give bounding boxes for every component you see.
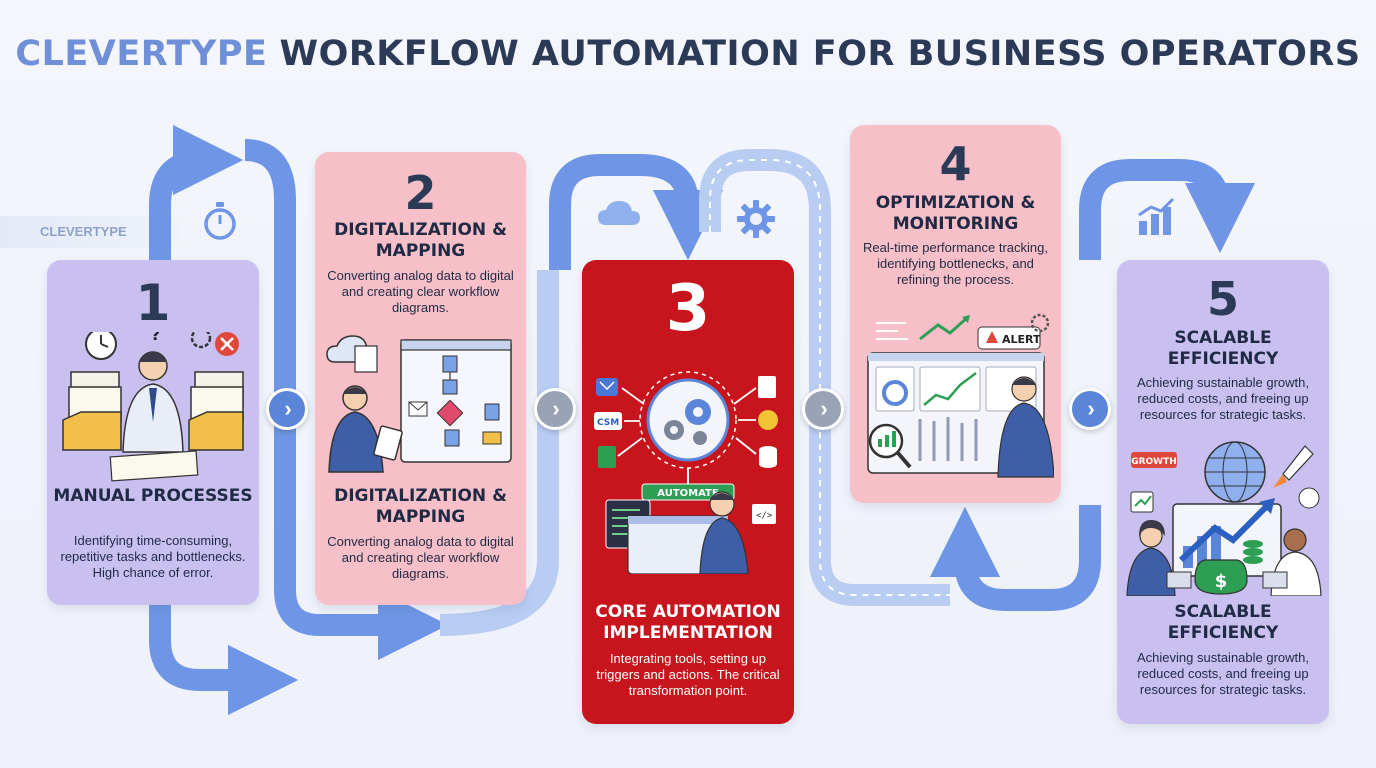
step-title-repeat: SCALABLE EFFICIENCY (1167, 602, 1279, 643)
arrow-4-5 (1079, 159, 1256, 260)
step-card-3: 3 CSM AUTOMATE </> CORE AUTOMATION IMPLE… (582, 260, 794, 724)
step-title: MANUAL PROCESSES (53, 486, 253, 506)
step-description: Integrating tools, setting up triggers a… (596, 651, 780, 698)
arrow-1-bottom (149, 605, 299, 716)
step-description-repeat: Achieving sustainable growth, reduced co… (1137, 650, 1309, 697)
step-description: Achieving sustainable growth, reduced co… (1137, 375, 1309, 422)
growth-illustration: GROWTH $ (1126, 441, 1322, 596)
arrow-2-3 (549, 154, 724, 270)
growth-label: GROWTH (1131, 457, 1177, 467)
connector-3-4: › (802, 388, 844, 430)
gear-icon (737, 200, 775, 238)
stopwatch-icon (204, 202, 236, 240)
bar-chart-icon (1138, 197, 1175, 235)
connector-2-3: › (534, 388, 576, 430)
arrow-2-3-light (439, 270, 559, 636)
manual-work-illustration: ? (62, 332, 244, 482)
step-description: Real-time performance tracking, identify… (863, 240, 1048, 287)
step-number: 1 (135, 274, 171, 332)
step-card-1: 1 ? MANUAL PROCESSES Identifying time-co… (47, 260, 259, 605)
cloud-icon (598, 201, 640, 225)
step-title: DIGITALIZATION & MAPPING (334, 220, 507, 261)
title-text: WORKFLOW AUTOMATION FOR BUSINESS OPERATO… (279, 34, 1361, 74)
arrow-4-return (929, 505, 1101, 611)
step-number: 2 (404, 166, 437, 220)
monitoring-dashboard-illustration: ALERT (867, 313, 1054, 478)
step-card-2: 2 DIGITALIZATION & MAPPING Converting an… (315, 152, 526, 605)
svg-text:$: $ (1215, 571, 1228, 592)
step-title: SCALABLE EFFICIENCY (1167, 328, 1279, 369)
chevron-right-icon: › (552, 396, 560, 421)
step-description: Converting analog data to digital and cr… (327, 268, 514, 315)
step-title: OPTIMIZATION & MONITORING (875, 193, 1036, 234)
code-label: </> (756, 511, 773, 521)
arrow-1-top (149, 124, 244, 276)
step-title: CORE AUTOMATION IMPLEMENTATION (595, 602, 781, 643)
step-title-repeat: DIGITALIZATION & MAPPING (334, 486, 507, 527)
arrow-3-4-dashed (709, 159, 950, 596)
step-number: 3 (665, 272, 711, 346)
automation-illustration: CSM AUTOMATE </> (594, 371, 778, 574)
step-description-repeat: Converting analog data to digital and cr… (327, 534, 514, 581)
step-card-5: 5 SCALABLE EFFICIENCY Achieving sustaina… (1117, 260, 1329, 724)
step-card-4: 4 OPTIMIZATION & MONITORING Real-time pe… (850, 125, 1061, 503)
connector-4-5: › (1069, 388, 1111, 430)
connector-1-2: › (266, 388, 308, 430)
step-number: 5 (1206, 272, 1239, 326)
chevron-right-icon: › (284, 396, 292, 421)
crm-label: CSM (597, 418, 619, 428)
automate-badge: AUTOMATE (657, 488, 719, 499)
arrow-1-2-loop (244, 139, 449, 661)
step-description: Identifying time-consuming, repetitive t… (60, 533, 246, 580)
chevron-right-icon: › (1087, 396, 1095, 421)
page-title: CLEVERTYPE WORKFLOW AUTOMATION FOR BUSINE… (0, 34, 1376, 74)
step-number: 4 (939, 137, 972, 191)
svg-text:?: ? (151, 332, 160, 344)
digital-mapping-illustration (326, 335, 512, 473)
brand-name: CLEVERTYPE (15, 34, 268, 74)
alert-label: ALERT (1002, 333, 1041, 346)
chevron-right-icon: › (820, 396, 828, 421)
